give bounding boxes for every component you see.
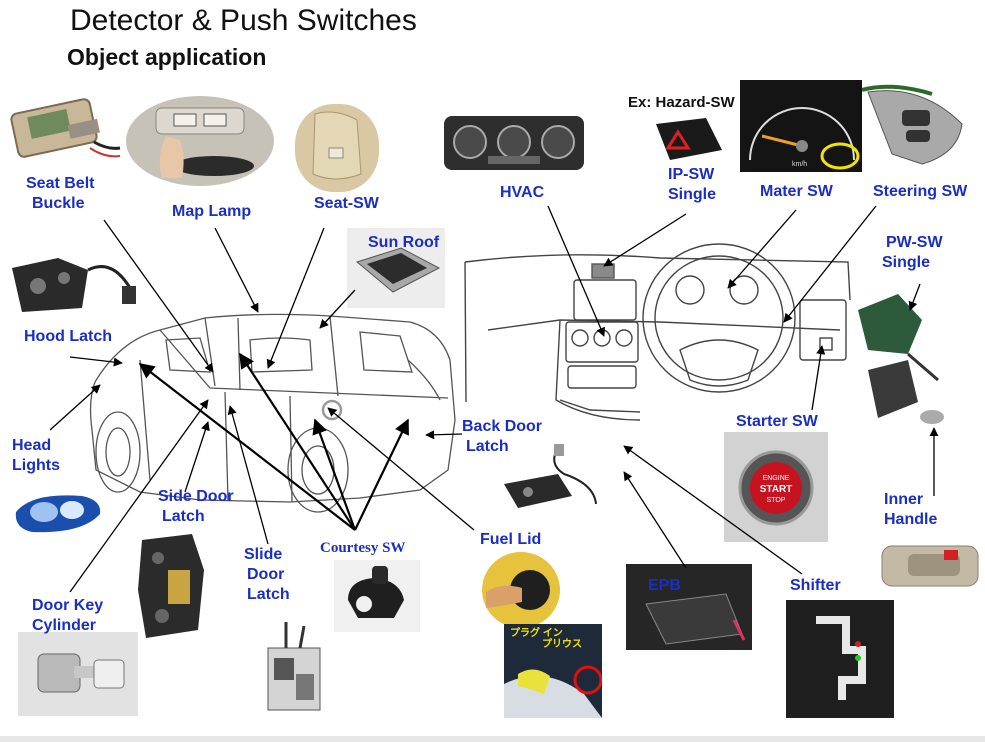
seat-icon — [295, 104, 379, 192]
start-text: START — [760, 484, 793, 495]
label-inner-handle: Inner Handle — [884, 491, 938, 528]
speed-unit: km/h — [792, 161, 807, 168]
label-back-door-latch: Back Door Latch — [462, 418, 543, 455]
back-door-latch-icon — [498, 444, 604, 514]
label-epb: EPB — [648, 577, 681, 594]
label-slide-door-latch: Slide Door Latch — [244, 546, 290, 603]
label-shifter: Shifter — [790, 577, 841, 594]
gear-shifter-icon — [786, 600, 894, 718]
start-button-icon: ENGINE START STOP — [724, 432, 828, 542]
label-door-key-cylinder: Door Key Cylinder — [32, 597, 104, 634]
sun-roof-module-icon — [347, 228, 445, 308]
label-hazard-example: Ex: Hazard-SW — [628, 94, 735, 111]
label-map-lamp: Map Lamp — [172, 203, 252, 220]
hazard-switch-icon — [650, 110, 726, 166]
label-courtesy-sw: Courtesy SW — [320, 540, 406, 556]
page-subtitle: Object application — [67, 44, 267, 70]
steering-switch-icon — [862, 84, 968, 170]
hood-latch-icon — [2, 248, 142, 322]
courtesy-switch-icon — [334, 560, 420, 632]
page-title: Detector & Push Switches — [70, 4, 417, 37]
label-starter-sw: Starter SW — [736, 413, 818, 430]
label-mater-sw: Mater SW — [760, 183, 833, 200]
label-side-door-latch: Side Door Latch — [158, 488, 234, 525]
label-seat-sw: Seat-SW — [314, 195, 379, 212]
hvac-panel-icon — [444, 116, 584, 170]
key-cylinder-icon — [18, 632, 138, 716]
map-lamp-icon — [126, 96, 274, 186]
dashboard-outline — [464, 243, 851, 421]
label-steering-sw: Steering SW — [873, 183, 968, 200]
start-engine-text: ENGINE — [763, 475, 790, 482]
start-stop-text: STOP — [767, 497, 786, 504]
label-hood-latch: Hood Latch — [24, 328, 112, 345]
side-door-latch-icon — [132, 530, 212, 642]
label-hvac: HVAC — [500, 184, 545, 201]
label-pw-sw-single: PW-SW Single — [882, 234, 943, 271]
power-window-switch-icon — [848, 290, 946, 422]
label-plugin-prius: プラグ イン プリウス — [510, 628, 582, 650]
headlight-icon — [12, 488, 104, 538]
seat-belt-buckle-icon — [10, 92, 122, 166]
slide-door-latch-icon — [256, 618, 332, 722]
epb-switch-icon — [626, 564, 752, 650]
inner-door-handle-icon — [878, 538, 982, 594]
fuel-lid-icon — [482, 552, 560, 628]
car-outline — [89, 313, 456, 513]
plugin-charger-icon — [504, 624, 602, 718]
label-head-lights: Head Lights — [12, 437, 60, 474]
label-ip-sw-single: IP-SW Single — [668, 166, 717, 203]
label-sun-roof: Sun Roof — [368, 234, 440, 251]
label-seat-belt-buckle: Seat Belt Buckle — [26, 175, 95, 212]
speedometer-icon: km/h — [740, 80, 862, 172]
bottom-bar — [0, 736, 985, 742]
label-fuel-lid: Fuel Lid — [480, 531, 542, 548]
